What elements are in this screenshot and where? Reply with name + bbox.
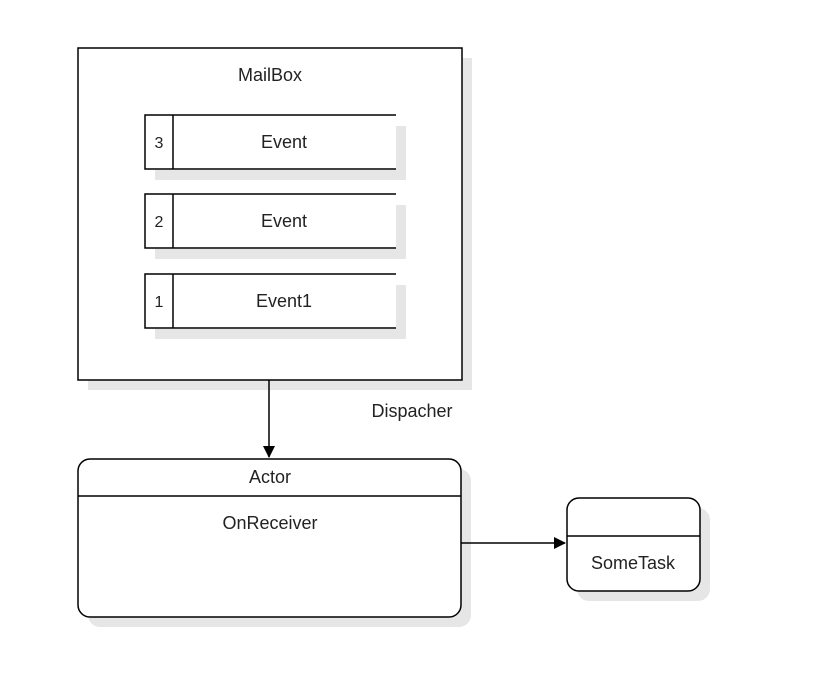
event-index: 1 bbox=[155, 294, 164, 311]
event-item-3[interactable]: 3 Event bbox=[144, 114, 406, 180]
event-index: 3 bbox=[155, 135, 164, 152]
actor-title: Actor bbox=[249, 467, 291, 487]
event-item-outline bbox=[144, 193, 396, 249]
event-item-box bbox=[145, 116, 396, 170]
task-container[interactable]: SomeTask bbox=[566, 497, 710, 601]
mailbox-title: MailBox bbox=[238, 65, 302, 85]
event-item-outline bbox=[144, 273, 396, 329]
event-item-box bbox=[145, 275, 396, 329]
event-label: Event1 bbox=[256, 291, 312, 311]
task-label: SomeTask bbox=[591, 553, 676, 573]
event-label: Event bbox=[261, 132, 307, 152]
dispatcher-label: Dispacher bbox=[371, 401, 452, 421]
task-frame bbox=[566, 497, 701, 592]
event-index: 2 bbox=[155, 214, 164, 231]
actor-body-label: OnReceiver bbox=[222, 513, 317, 533]
event-label: Event bbox=[261, 211, 307, 231]
event-item-box bbox=[145, 195, 396, 249]
event-item-outline bbox=[144, 114, 396, 170]
actor-container[interactable]: Actor OnReceiver bbox=[77, 458, 471, 627]
event-item-1[interactable]: 1 Event1 bbox=[144, 273, 406, 339]
actor-frame bbox=[77, 458, 462, 618]
event-item-2[interactable]: 2 Event bbox=[144, 193, 406, 259]
